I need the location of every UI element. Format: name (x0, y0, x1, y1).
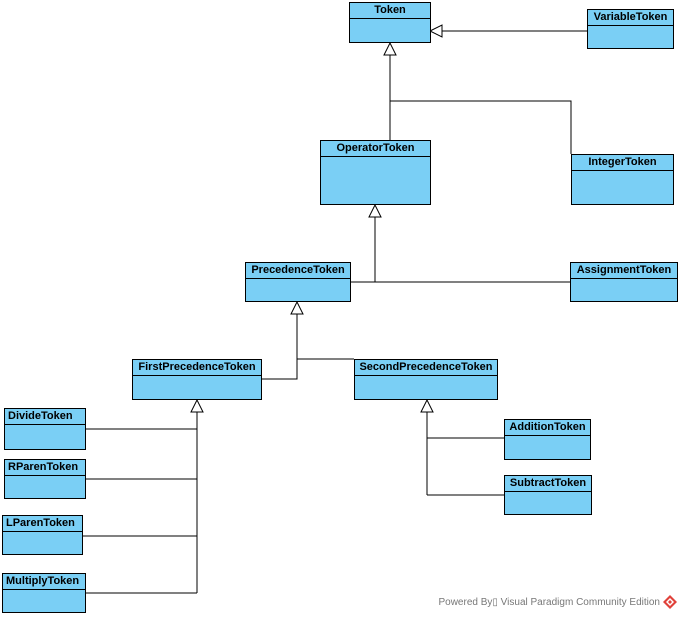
watermark: Powered By▯ Visual Paradigm Community Ed… (438, 595, 677, 609)
class-name: AssignmentToken (571, 263, 677, 279)
class-name: MultiplyToken (3, 574, 85, 590)
class-name: SubtractToken (505, 476, 591, 492)
class-multiply-token[interactable]: MultiplyToken (2, 573, 86, 613)
class-token[interactable]: Token (349, 2, 431, 43)
class-name: RParenToken (5, 460, 85, 476)
class-second-precedence-token[interactable]: SecondPrecedenceToken (354, 359, 498, 400)
generalization-arrow-operator (368, 203, 382, 218)
class-assignment-token[interactable]: AssignmentToken (570, 262, 678, 302)
class-addition-token[interactable]: AdditionToken (504, 419, 591, 460)
generalization-arrow-first (190, 398, 204, 413)
class-subtract-token[interactable]: SubtractToken (504, 475, 592, 515)
generalization-arrow-token (383, 41, 397, 56)
class-name: VariableToken (588, 10, 673, 26)
class-name: FirstPrecedenceToken (133, 360, 261, 376)
class-name: Token (350, 3, 430, 19)
class-name: AdditionToken (505, 420, 590, 436)
watermark-text: Powered By▯ Visual Paradigm Community Ed… (438, 596, 660, 608)
edge-firstprec-to-precedence (262, 314, 298, 380)
class-name: OperatorToken (321, 141, 430, 157)
class-operator-token[interactable]: OperatorToken (320, 140, 431, 205)
class-lparen-token[interactable]: LParenToken (2, 515, 83, 555)
class-integer-token[interactable]: IntegerToken (571, 154, 674, 205)
class-first-precedence-token[interactable]: FirstPrecedenceToken (132, 359, 262, 400)
generalization-arrow-left (428, 24, 443, 38)
class-divide-token[interactable]: DivideToken (4, 408, 86, 450)
class-name: IntegerToken (572, 155, 673, 171)
class-name: DivideToken (5, 409, 85, 425)
class-name: SecondPrecedenceToken (355, 360, 497, 376)
class-precedence-token[interactable]: PrecedenceToken (245, 262, 351, 302)
edge-integer-to-token (390, 100, 572, 154)
generalization-arrow-second (420, 398, 434, 413)
class-name: PrecedenceToken (246, 263, 350, 279)
class-variable-token[interactable]: VariableToken (587, 9, 674, 49)
class-rparen-token[interactable]: RParenToken (4, 459, 86, 499)
generalization-arrow-precedence (290, 300, 304, 315)
class-name: LParenToken (3, 516, 82, 532)
visual-paradigm-logo-icon (663, 595, 677, 609)
